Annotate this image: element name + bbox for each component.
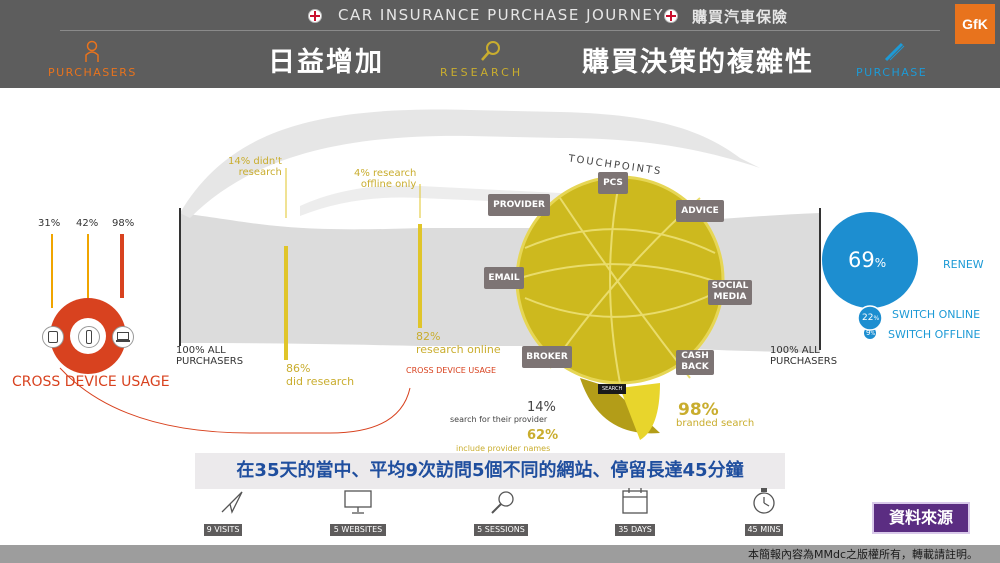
flow-end-label: 100% ALL PURCHASERS <box>770 345 838 367</box>
touchpoint-pcs: PCS <box>598 172 628 194</box>
provider-search-pct: 14% <box>527 400 556 415</box>
summary-banner-text: 在35天的當中、平均9次訪問5個不同的網站、停留長達45分鐘 <box>236 460 744 481</box>
laptop-icon <box>112 326 134 348</box>
cursor-icon <box>221 491 243 514</box>
renew-pct: 69% <box>848 248 887 272</box>
journey-title-zh: 購買汽車保險 <box>692 8 789 26</box>
switch-offline-label: SWITCH OFFLINE <box>888 328 981 341</box>
switch-online-label: SWITCH ONLINE <box>892 308 981 321</box>
touchpoint-broker: BROKER <box>522 346 572 368</box>
headline-right: 購買決策的複雜性 <box>582 47 814 78</box>
stat-days: 35 DAYS <box>615 524 655 536</box>
calendar-icon <box>622 488 648 514</box>
switch-offline-pct: 9% <box>866 329 876 337</box>
stage-purchase: PURCHASE <box>856 66 928 79</box>
provider-names-text: include provider names <box>456 444 551 453</box>
touchpoint-cash-back: CASH BACK <box>676 350 714 375</box>
cross-device-laptop-pct: 98% <box>112 218 135 229</box>
person-icon <box>85 40 99 62</box>
stopwatch-icon <box>753 488 775 514</box>
touchpoint-social-media: SOCIAL MEDIA <box>708 280 752 305</box>
cross-device-phone-pct: 42% <box>76 218 99 229</box>
stat-sessions: 5 SESSIONS <box>474 524 528 536</box>
tablet-icon <box>42 326 64 348</box>
gfk-logo: GfK <box>955 4 995 44</box>
uk-flag-icon <box>308 9 322 23</box>
offline-only-label: 4% research offline only <box>354 168 417 190</box>
research-online-label: 82% research online <box>416 330 501 356</box>
uk-flag-icon <box>664 9 678 23</box>
touchpoint-provider: PROVIDER <box>488 194 550 216</box>
source-button[interactable]: 資料來源 <box>872 502 970 534</box>
stat-visits: 9 VISITS <box>204 524 242 536</box>
pen-icon <box>884 42 905 62</box>
touchpoint-advice: ADVICE <box>676 200 724 222</box>
cross-device-tablet-pct: 31% <box>38 218 61 229</box>
did-research-label: 86% did research <box>286 362 355 388</box>
magnifier-icon <box>481 41 500 61</box>
no-research-label: 14% didn't research <box>228 156 282 178</box>
headline-left: 日益增加 <box>268 47 384 78</box>
provider-names-pct: 62% <box>527 428 559 443</box>
summary-banner: 在35天的當中、平均9次訪問5個不同的網站、停留長達45分鐘 <box>195 453 785 489</box>
switch-online-pct: 22% <box>862 313 880 323</box>
copyright-notice: 本簡報內容為MMdc之版權所有，轉載請註明。 <box>747 548 978 561</box>
search-label: SEARCH <box>598 384 627 394</box>
cross-device-label: CROSS DEVICE USAGE <box>12 374 170 390</box>
journey-title: CAR INSURANCE PURCHASE JOURNEY <box>338 6 665 24</box>
branded-search-pct: 98% <box>678 400 719 420</box>
footer-bar: 本簡報內容為MMdc之版權所有，轉載請註明。 <box>0 545 1000 563</box>
stage-purchasers: PURCHASERS <box>48 66 137 79</box>
cross-device-small-label: CROSS DEVICE USAGE <box>406 366 497 375</box>
branded-search-text: branded search <box>676 418 755 429</box>
header-bar: CAR INSURANCE PURCHASE JOURNEY 購買汽車保險 PU… <box>0 0 1000 88</box>
smartphone-icon <box>78 326 100 348</box>
header-divider <box>60 30 940 31</box>
provider-search-text: search for their provider <box>450 415 548 424</box>
monitor-icon <box>344 490 372 514</box>
stage-research: RESEARCH <box>440 66 524 79</box>
touchpoint-email: EMAIL <box>484 267 524 289</box>
stat-websites: 5 WEBSITES <box>330 524 386 536</box>
magnifier-icon <box>491 491 514 514</box>
stat-mins: 45 MINS <box>745 524 783 536</box>
renew-label: RENEW <box>943 258 984 271</box>
flow-start-label: 100% ALL PURCHASERS <box>176 345 244 367</box>
